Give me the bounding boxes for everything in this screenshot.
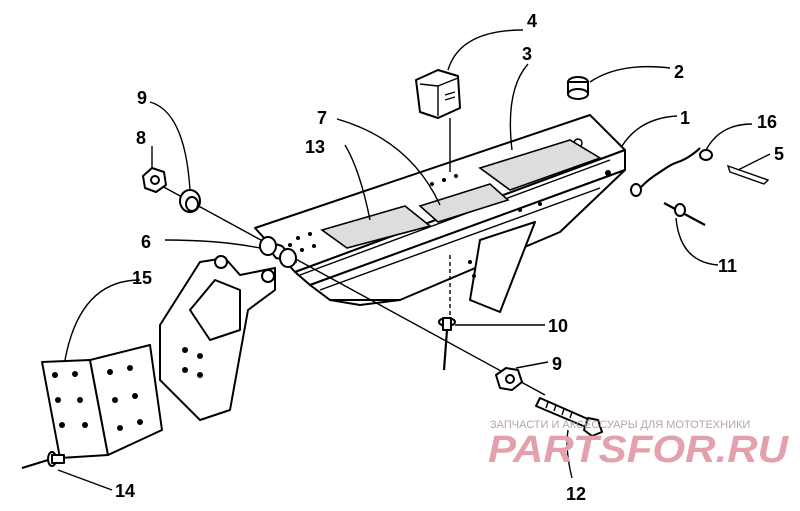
callout-9a: 9 xyxy=(137,88,147,108)
pin-11 xyxy=(663,202,706,226)
callout-1: 1 xyxy=(680,108,690,128)
callout-14: 14 xyxy=(115,481,135,501)
bolt-axis xyxy=(159,184,546,396)
washer-9-left xyxy=(179,189,201,213)
spacer-6 xyxy=(259,236,297,268)
watermark-tagline: ЗАПЧАСТИ И АКСЕССУАРЫ ДЛЯ МОТОТЕХНИКИ xyxy=(490,419,750,431)
decal-13 xyxy=(320,205,432,249)
clip-5 xyxy=(726,164,770,185)
callout-15: 15 xyxy=(132,268,152,288)
callout-2: 2 xyxy=(674,62,684,82)
grommet xyxy=(567,76,589,100)
callout-5: 5 xyxy=(774,144,784,164)
decal-7 xyxy=(418,183,510,223)
callout-9b: 9 xyxy=(552,354,562,374)
callout-7: 7 xyxy=(317,108,327,128)
callout-16: 16 xyxy=(757,112,777,132)
rivet-14 xyxy=(21,451,65,470)
watermark: ЗАПЧАСТИ И АКСЕССУАРЫ ДЛЯ МОТОТЕХНИКИ PA… xyxy=(488,419,790,471)
callouts: 1 2 3 4 5 6 7 8 9 9 10 11 12 13 14 15 16 xyxy=(115,11,784,504)
callout-11: 11 xyxy=(718,256,737,276)
callout-3: 3 xyxy=(522,44,532,64)
washer-9-right xyxy=(495,367,523,391)
callout-4: 4 xyxy=(527,11,537,31)
plate-holes xyxy=(52,365,143,431)
callout-6: 6 xyxy=(141,232,151,252)
watermark-brand: PARTSFOR.RU xyxy=(488,429,790,471)
callout-10: 10 xyxy=(548,316,568,336)
mount-bracket xyxy=(159,255,276,421)
callout-13: 13 xyxy=(305,137,325,157)
decal-3 xyxy=(478,139,602,191)
hardware-bag xyxy=(415,69,461,172)
frame-holes xyxy=(288,138,611,278)
rivet-10 xyxy=(438,255,456,371)
spring-16 xyxy=(630,147,713,197)
plate-15 xyxy=(41,344,163,459)
leader-lines xyxy=(57,29,771,491)
nut-8 xyxy=(142,167,167,193)
bolt-12 xyxy=(535,397,603,437)
callout-8: 8 xyxy=(136,128,146,148)
callout-12: 12 xyxy=(566,484,586,504)
